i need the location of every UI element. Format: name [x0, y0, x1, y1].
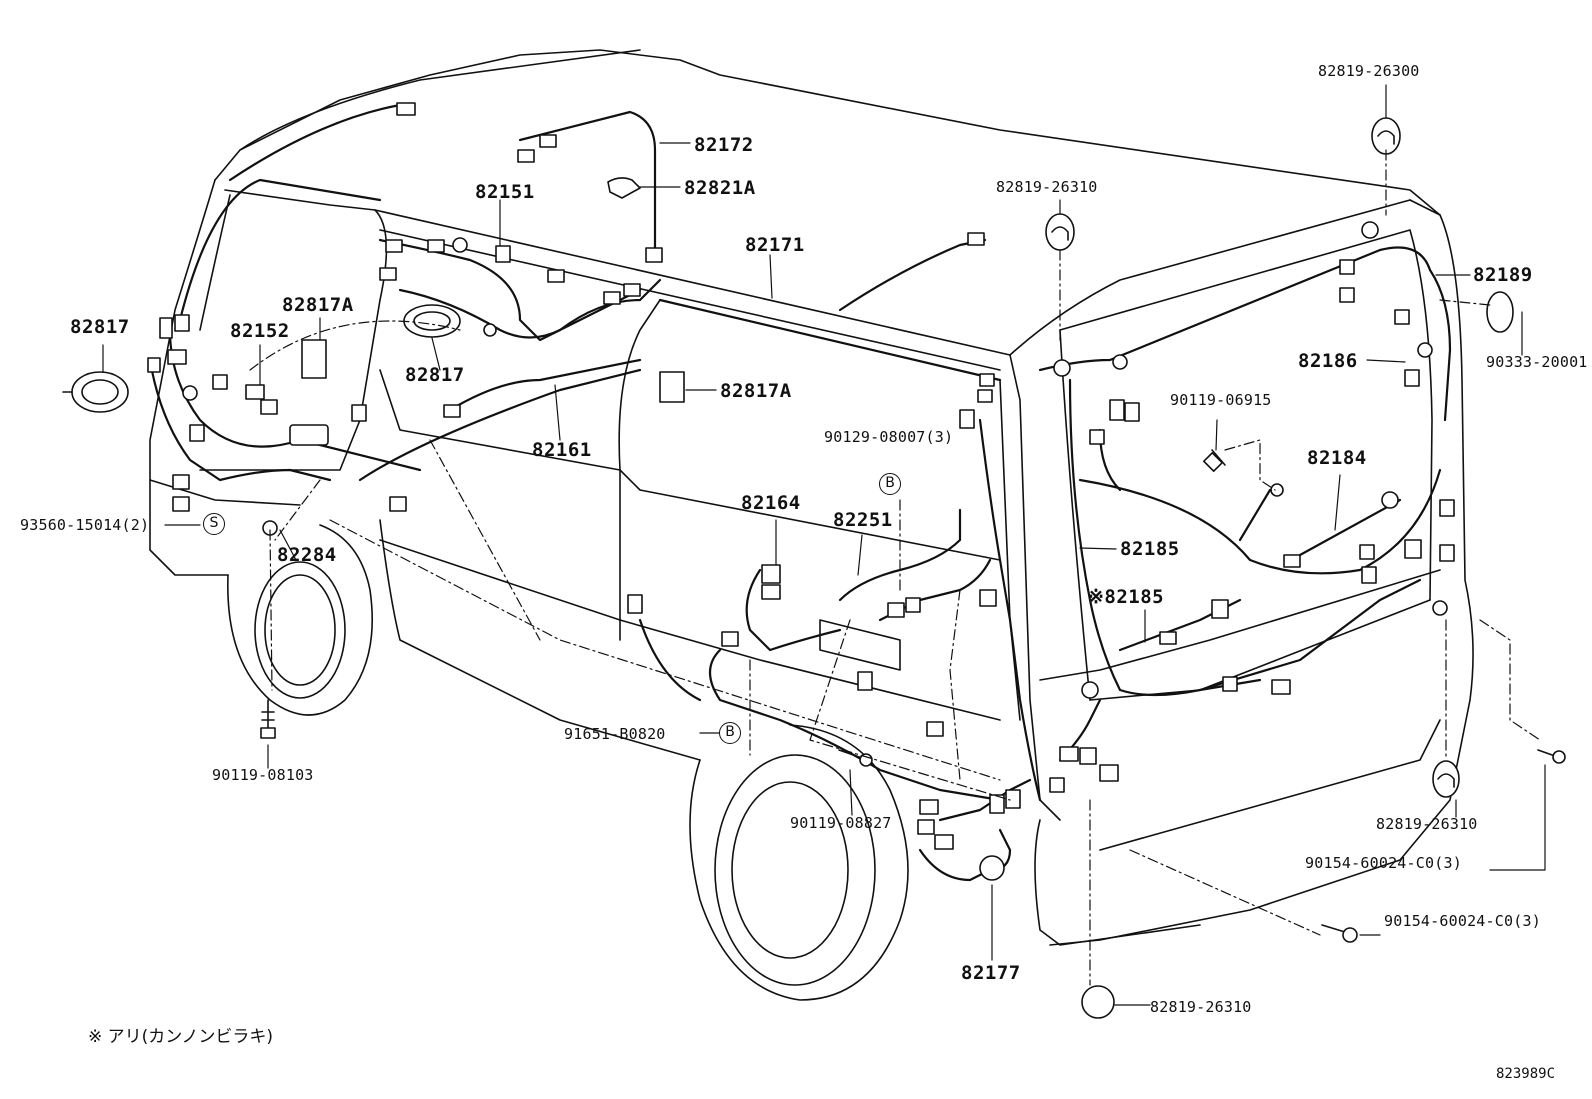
- front-wheel: [227, 524, 373, 716]
- label-90119-08827: 90119-08827: [790, 814, 892, 832]
- label-90154-60024-b: 90154-60024-C0(3): [1384, 912, 1541, 930]
- label-82185: 82185: [1120, 538, 1180, 560]
- label-82817-mid: 82817: [405, 364, 465, 386]
- label-90119-08103: 90119-08103: [212, 766, 314, 784]
- label-82817A-mid: 82817A: [720, 380, 792, 402]
- ref-marker-b-lower: B: [719, 722, 741, 744]
- label-93560-15014: 93560-15014(2): [20, 516, 150, 534]
- label-82152: 82152: [230, 320, 290, 342]
- label-82185-star: ※82185: [1088, 586, 1165, 608]
- dashed-leader-lines: [249, 149, 1541, 986]
- grommet-parts: [62, 117, 1514, 1019]
- label-leader-lines: [102, 84, 1546, 1006]
- label-82821A: 82821A: [684, 177, 756, 199]
- label-82817A-top: 82817A: [282, 294, 354, 316]
- diagram-code: 823989C: [1496, 1066, 1556, 1082]
- ref-marker-s: S: [203, 513, 225, 535]
- label-82189: 82189: [1473, 264, 1533, 286]
- van-body-outline: [149, 49, 1474, 946]
- wire-harness-routing: [148, 103, 1452, 882]
- label-82284: 82284: [277, 544, 337, 566]
- label-82186: 82186: [1298, 350, 1358, 372]
- ref-marker-b-upper: B: [879, 473, 901, 495]
- footnote-note: ※ アリ(カンノンビラキ): [88, 1027, 274, 1047]
- label-82151: 82151: [475, 181, 535, 203]
- label-91651-B0820: 91651-B0820: [564, 725, 666, 743]
- label-90119-06915: 90119-06915: [1170, 391, 1272, 409]
- label-82171: 82171: [745, 234, 805, 256]
- bolt-parts: [260, 449, 1566, 943]
- label-82819-26300: 82819-26300: [1318, 62, 1420, 80]
- label-82817-left: 82817: [70, 316, 130, 338]
- label-82164: 82164: [741, 492, 801, 514]
- label-82161: 82161: [532, 439, 592, 461]
- connectors: [147, 102, 1455, 881]
- label-82819-26310-right: 82819-26310: [1376, 815, 1478, 833]
- label-82184: 82184: [1307, 447, 1367, 469]
- label-90333-20001: 90333-20001: [1486, 353, 1588, 371]
- label-82177: 82177: [961, 962, 1021, 984]
- label-82172: 82172: [694, 134, 754, 156]
- label-82251: 82251: [833, 509, 893, 531]
- label-90129-08007: 90129-08007(3): [824, 428, 954, 446]
- label-82819-26310-bottom: 82819-26310: [1150, 998, 1252, 1016]
- rear-wheel: [689, 724, 909, 1001]
- label-82819-26310-top: 82819-26310: [996, 178, 1098, 196]
- label-90154-60024-a: 90154-60024-C0(3): [1305, 854, 1462, 872]
